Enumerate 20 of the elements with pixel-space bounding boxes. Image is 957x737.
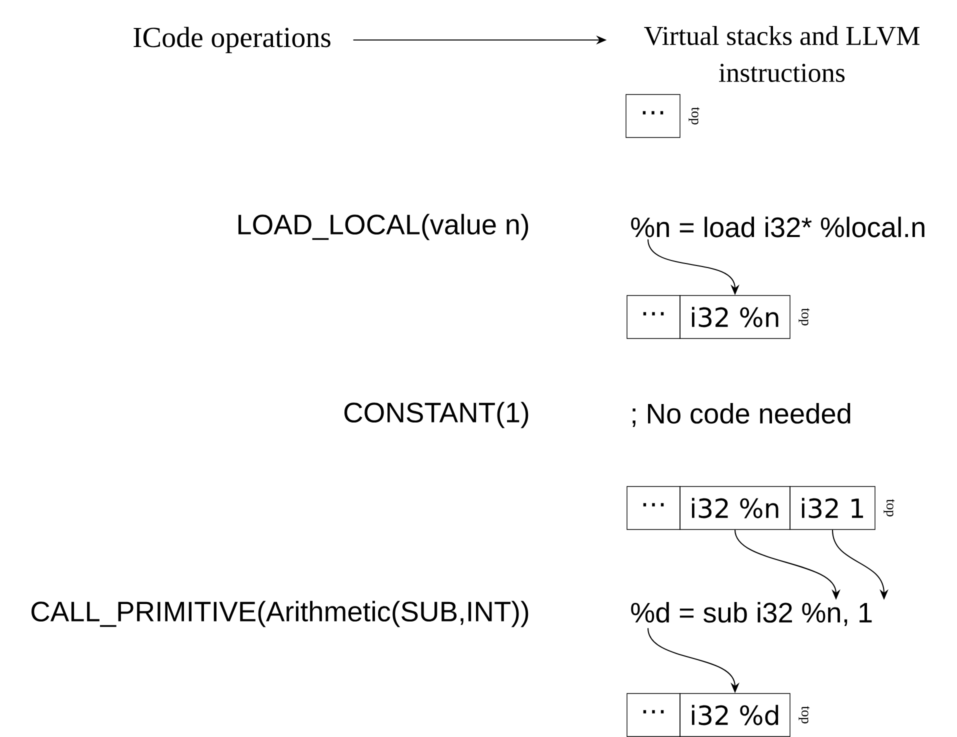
operation-label: CONSTANT(1) (344, 402, 528, 428)
column-heading: ICode operations (134, 26, 330, 54)
column-heading: Virtual stacks and LLVM instructions (644, 26, 920, 82)
stack-cell: i32 %n (680, 486, 790, 530)
instruction-text: %d = sub i32 %n, 1 (631, 602, 872, 626)
comment-text: ; No code needed (632, 403, 850, 427)
stack-cell: ⋯ (626, 295, 680, 339)
top-marker: top (798, 308, 810, 326)
top-marker: top (884, 499, 895, 516)
operation-label: LOAD_LOCAL(value n) (238, 214, 528, 240)
stack-cell: i32 1 (790, 486, 876, 530)
stack-cell: ⋯ (626, 693, 680, 737)
operation-label: CALL_PRIMITIVE(Arithmetic(SUB,INT)) (32, 600, 528, 628)
top-marker: top (688, 107, 700, 124)
stack-cell: i32 %n (680, 295, 790, 339)
stack-cell: ⋯ (626, 486, 680, 530)
stack-cell: ⋯ (626, 94, 680, 138)
top-marker: top (798, 706, 810, 724)
instruction-text: %n = load i32* %local.n (631, 216, 924, 238)
stack-cell: i32 %d (680, 693, 790, 737)
